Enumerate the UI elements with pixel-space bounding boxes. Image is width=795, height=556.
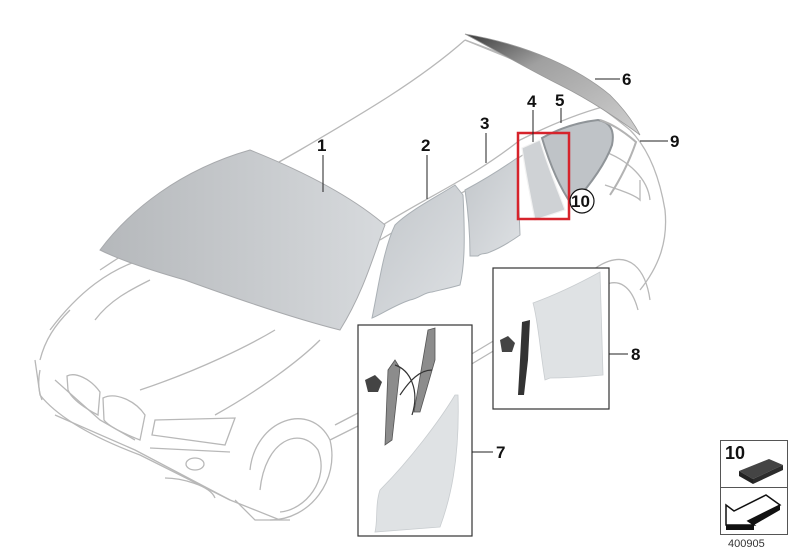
callout-3[interactable]: 3 xyxy=(480,114,489,133)
rear-door-quarter-glass[interactable] xyxy=(521,139,566,221)
legend-item-number: 10 xyxy=(725,443,746,463)
callout-10-circled[interactable]: 10 xyxy=(569,188,595,214)
legend-item-10[interactable]: 10 xyxy=(721,441,787,488)
highlight-box-part-4[interactable] xyxy=(516,131,571,221)
front-window-regulator-kit-box[interactable] xyxy=(357,324,473,537)
callout-4[interactable]: 4 xyxy=(527,92,537,111)
car-body-outline xyxy=(34,39,667,521)
callout-5[interactable]: 5 xyxy=(555,91,564,110)
callout-9[interactable]: 9 xyxy=(670,132,679,151)
rear-window-frame[interactable] xyxy=(599,119,638,196)
callout-7[interactable]: 7 xyxy=(496,443,505,462)
legend-box: 10 xyxy=(720,440,788,535)
callout-leader-lines xyxy=(322,78,668,199)
catalog-number: 400905 xyxy=(728,538,765,550)
callout-2[interactable]: 2 xyxy=(421,136,430,155)
rear-upper-glass[interactable] xyxy=(464,33,641,136)
front-door-glass[interactable] xyxy=(371,184,465,319)
windscreen-glass[interactable] xyxy=(99,149,386,331)
callout-8[interactable]: 8 xyxy=(631,345,640,364)
side-window-rear-glass[interactable] xyxy=(540,118,614,207)
callout-1[interactable]: 1 xyxy=(317,136,326,155)
rear-window-regulator-kit-box[interactable] xyxy=(492,267,610,410)
callout-6[interactable]: 6 xyxy=(622,70,631,89)
svg-text:10: 10 xyxy=(571,192,590,211)
adhesive-pad-icon xyxy=(739,459,783,484)
rear-door-glass[interactable] xyxy=(464,157,521,257)
direction-arrow-icon xyxy=(725,494,782,530)
